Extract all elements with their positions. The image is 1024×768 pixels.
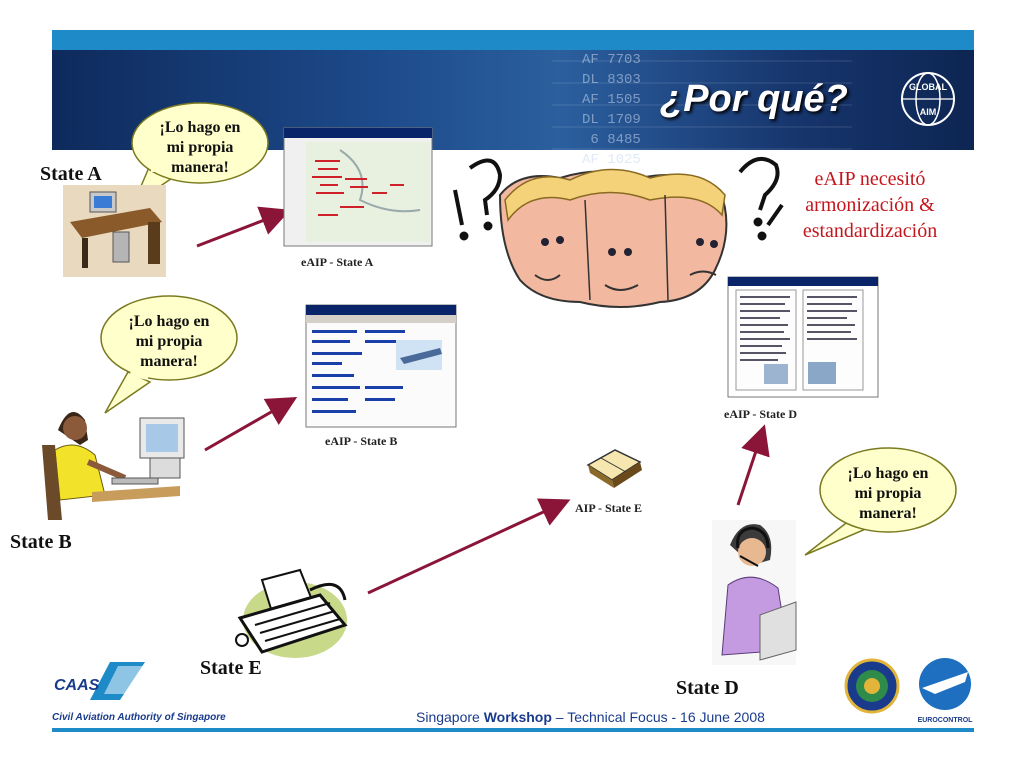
reason-text: eAIP necesitó armonización & estandardiz… (802, 168, 938, 242)
state-a-label: State A (40, 163, 102, 185)
svg-text:EUROCONTROL: EUROCONTROL (918, 717, 974, 724)
state-d-label: State D (676, 677, 739, 699)
caption-aip-state-e: AIP - State E (575, 501, 642, 515)
eaip-state-a-screenshot (283, 127, 433, 247)
departure-board-text: AF 7703 DL 8303 AF 1505 DL 1709 6 8485 A… (582, 52, 641, 168)
eurocontrol-logo: EUROCONTROL (918, 658, 974, 724)
state-b-label: State B (10, 531, 72, 553)
svg-text:CAAS: CAAS (54, 677, 100, 694)
speech-bubble-a-text: ¡Lo hago en mi propia manera! (159, 119, 241, 176)
desk-computer-clipart (63, 185, 166, 277)
slide-title: ¿Por qué? (660, 78, 848, 120)
woman-at-computer-clipart (42, 412, 185, 520)
speech-bubble-d (804, 447, 957, 556)
global-aim-logo: GLOBAL AIM (901, 72, 955, 126)
speech-bubble-b-text: ¡Lo hago en mi propia manera! (128, 313, 210, 370)
typewriter-clipart (235, 568, 348, 658)
caption-eaip-state-b: eAIP - State B (325, 434, 398, 448)
svg-text:GLOBAL: GLOBAL (909, 82, 947, 92)
book-clipart (586, 449, 642, 488)
caption-eaip-state-a: eAIP - State A (301, 255, 374, 269)
state-e-label: State E (200, 657, 262, 679)
faa-seal (844, 658, 900, 714)
header-top-bar (52, 30, 974, 50)
caas-logo: CAAS (52, 662, 148, 706)
eaip-state-d-screenshot (727, 276, 879, 398)
caption-eaip-state-d: eAIP - State D (724, 407, 797, 421)
footer-text: Singapore Workshop – Technical Focus - 1… (416, 709, 765, 725)
confused-faces-clipart (498, 168, 728, 308)
exclamation-question-marks (453, 156, 784, 241)
headset-operator-clipart (712, 520, 797, 665)
departure-board-image (552, 50, 852, 150)
speech-bubble-d-text: ¡Lo hago en mi propia manera! (847, 465, 929, 522)
arrow-state-a (196, 206, 291, 248)
arrow-state-e (367, 498, 571, 595)
arrow-state-b (204, 397, 298, 452)
arrow-state-d (736, 424, 770, 506)
caas-full-name: Civil Aviation Authority of Singapore (52, 712, 226, 723)
footer-line (52, 728, 974, 732)
speech-bubble-b (100, 295, 238, 414)
svg-text:AIM: AIM (920, 107, 937, 117)
eaip-state-b-screenshot (305, 304, 457, 428)
